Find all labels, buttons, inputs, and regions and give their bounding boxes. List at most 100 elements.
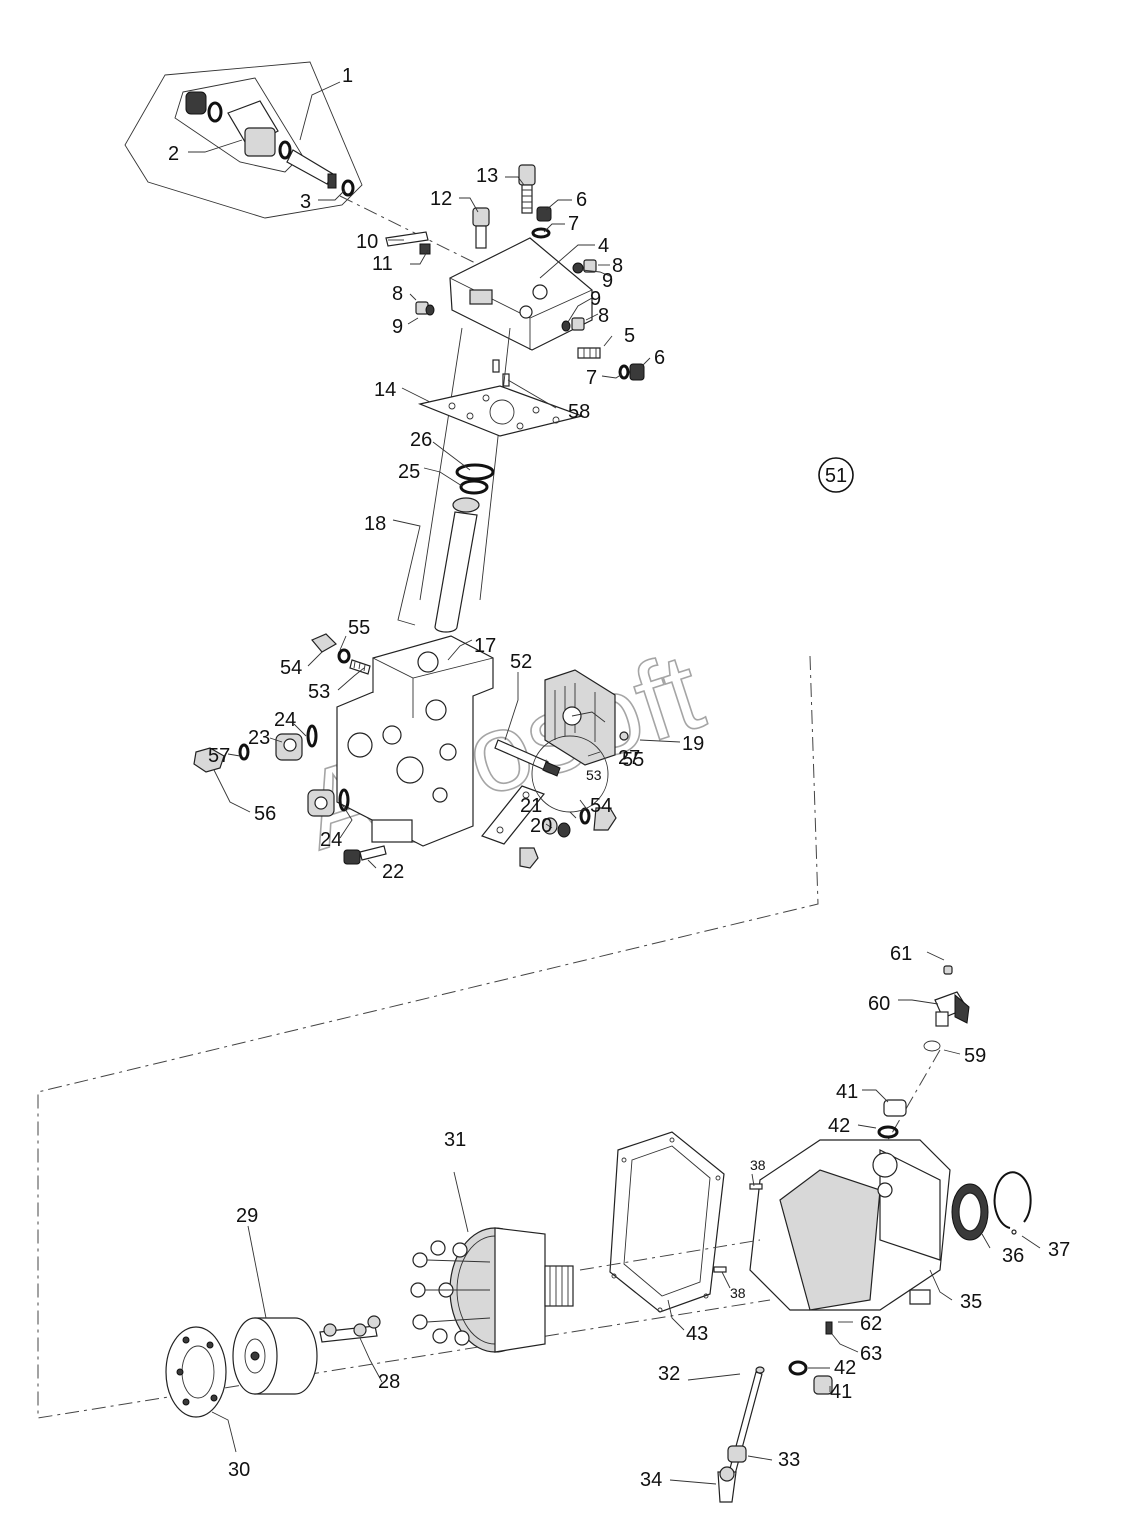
circlip-37 xyxy=(993,1171,1032,1235)
callout-17: 17 xyxy=(474,635,496,657)
valve-block xyxy=(449,237,593,351)
motor-housing-35 xyxy=(749,1139,951,1311)
fittings-20-54-55 xyxy=(519,807,617,869)
callout-36: 36 xyxy=(1002,1245,1024,1267)
callout-2: 2 xyxy=(168,143,179,165)
callout-31: 31 xyxy=(444,1129,466,1151)
callout-12: 12 xyxy=(430,188,452,210)
callout-10: 10 xyxy=(356,231,378,253)
rotating-group-31 xyxy=(410,1227,574,1353)
callout-20: 20 xyxy=(530,815,552,837)
callout-9-mid: 9 xyxy=(590,288,601,310)
screw-19 xyxy=(619,731,629,741)
plug-41-42-bottom xyxy=(788,1321,833,1395)
callout-19: 19 xyxy=(682,733,704,755)
callout-7-bottom: 7 xyxy=(586,367,597,389)
fitting-54-top xyxy=(311,633,371,675)
callout-9-left: 9 xyxy=(392,316,403,338)
callout-52: 52 xyxy=(510,651,532,673)
solenoid-27 xyxy=(544,669,616,766)
callout-9-right: 9 xyxy=(602,270,613,292)
center-pin-28 xyxy=(319,1315,381,1343)
callout-24-top: 24 xyxy=(274,709,296,731)
callout-53-right: 53 xyxy=(586,767,602,783)
plug-6-top xyxy=(531,206,552,239)
pin-10-11 xyxy=(385,231,431,255)
callout-21: 21 xyxy=(520,795,542,817)
valve-assembly-parts xyxy=(185,91,355,197)
callout-8-mid: 8 xyxy=(598,305,609,327)
callout-53-left: 53 xyxy=(308,681,330,703)
cylinder-block-29 xyxy=(232,1317,318,1395)
pin-38-bottom xyxy=(713,1266,727,1273)
control-housing-17 xyxy=(336,635,494,847)
valve-assembly-outline xyxy=(124,61,363,219)
valve-plate-30 xyxy=(165,1326,227,1418)
ring-25 xyxy=(459,479,489,495)
svg-text:51: 51 xyxy=(825,465,847,487)
callout-32: 32 xyxy=(658,1363,680,1385)
callout-37: 37 xyxy=(1048,1239,1070,1261)
callout-5: 5 xyxy=(624,325,635,347)
leader-lines xyxy=(188,81,1041,1485)
callout-43: 43 xyxy=(686,1323,708,1345)
gasket-43 xyxy=(609,1131,725,1313)
callout-35: 35 xyxy=(960,1291,982,1313)
callout-63: 63 xyxy=(860,1343,882,1365)
bolt-12 xyxy=(472,207,490,249)
sensor-60 xyxy=(923,965,970,1052)
callout-18: 18 xyxy=(364,513,386,535)
fitting-34 xyxy=(717,1466,737,1503)
callout-42-bottom: 42 xyxy=(834,1357,856,1379)
parts-23-24-57-56 xyxy=(193,724,350,817)
callout-11: 11 xyxy=(372,253,393,275)
callout-55-left: 55 xyxy=(348,617,370,639)
callout-38-bottom: 38 xyxy=(730,1285,746,1301)
callout-13: 13 xyxy=(476,165,498,187)
callout-41-bottom: 41 xyxy=(830,1381,852,1403)
plugs-8-9 xyxy=(415,259,597,332)
callout-25: 25 xyxy=(398,461,420,483)
gasket-14 xyxy=(417,385,585,437)
sleeve-18 xyxy=(434,497,480,633)
callout-labels: 1 2 3 4 5 6 6 7 7 8 8 8 9 9 9 10 11 12 1… xyxy=(168,65,1070,1491)
callout-54-left: 54 xyxy=(280,657,302,679)
callout-55-right: 55 xyxy=(622,749,644,771)
pin-52 xyxy=(494,739,561,777)
callout-59: 59 xyxy=(964,1045,986,1067)
callout-27: 27 xyxy=(618,747,640,769)
callout-7-top: 7 xyxy=(568,213,579,235)
figure-badge: 51 xyxy=(818,457,854,493)
callout-58: 58 xyxy=(568,401,590,423)
callout-28: 28 xyxy=(378,1371,400,1393)
callout-29: 29 xyxy=(236,1205,258,1227)
callout-57: 57 xyxy=(208,745,230,767)
callout-26: 26 xyxy=(410,429,432,451)
plug-41-42-top xyxy=(877,1099,907,1139)
callout-3: 3 xyxy=(300,191,311,213)
bolt-13 xyxy=(518,164,536,214)
spring-5-plug-6 xyxy=(577,347,645,381)
pin-38-top xyxy=(749,1183,763,1190)
callout-6-top: 6 xyxy=(576,189,587,211)
callout-6-bottom: 6 xyxy=(654,347,665,369)
callout-41-top: 41 xyxy=(836,1081,858,1103)
plate-21 xyxy=(481,785,545,845)
callout-38-top: 38 xyxy=(750,1157,766,1173)
callout-61: 61 xyxy=(890,943,912,965)
bolt-22 xyxy=(343,845,387,865)
callout-34: 34 xyxy=(640,1469,662,1491)
callout-33: 33 xyxy=(778,1449,800,1471)
callout-1: 1 xyxy=(342,65,353,87)
callout-4: 4 xyxy=(598,235,609,257)
callout-8-left: 8 xyxy=(392,283,403,305)
callout-24-bottom: 24 xyxy=(320,829,342,851)
callout-30: 30 xyxy=(228,1459,250,1481)
callout-42-top: 42 xyxy=(828,1115,850,1137)
callout-60: 60 xyxy=(868,993,890,1015)
callout-23: 23 xyxy=(248,727,270,749)
callout-8-right: 8 xyxy=(612,255,623,277)
callout-62: 62 xyxy=(860,1313,882,1335)
fitting-33 xyxy=(727,1445,747,1463)
